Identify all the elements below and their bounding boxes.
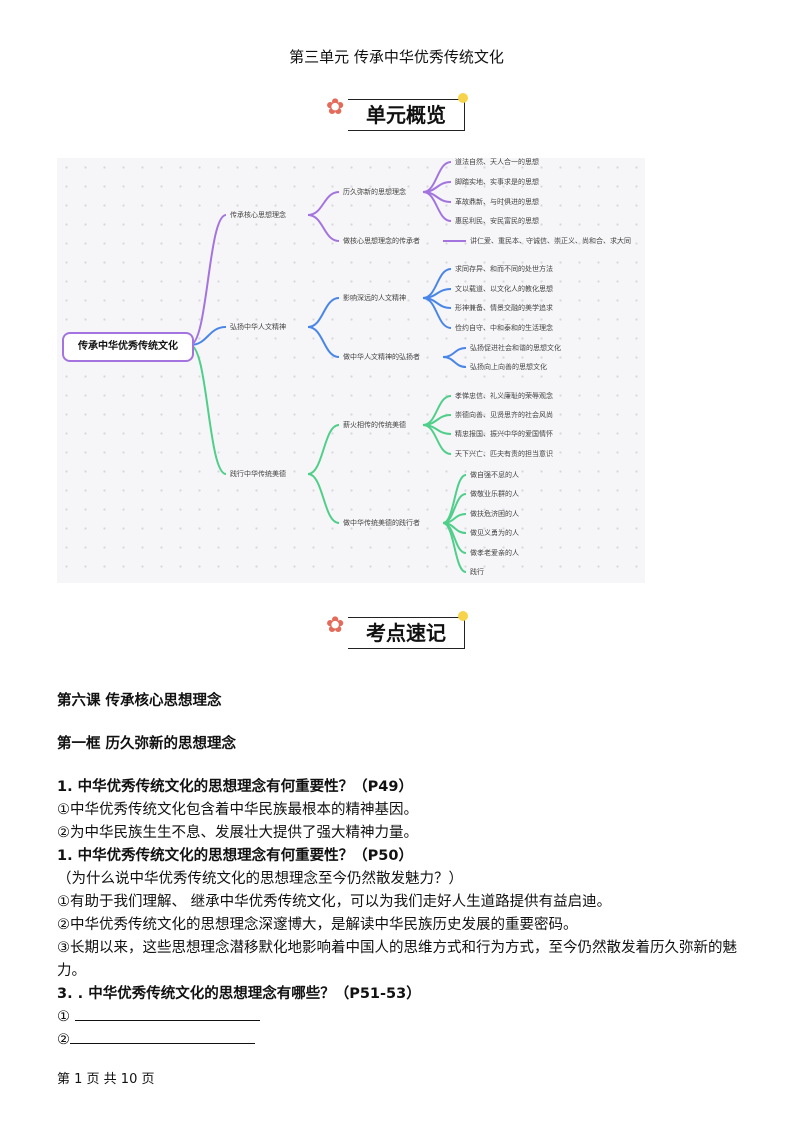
mindmap-branch [307,191,340,216]
mindmap-branch [422,424,452,455]
mindmap-root: 传承中华优秀传统文化 [62,332,194,362]
notes-body: 第六课 传承核心思想理念 第一框 历久弥新的思想理念 1. 中华优秀传统文化的思… [57,690,747,1052]
mindmap-leaf-node: 文以载道、以文化人的教化思想 [455,285,553,293]
mindmap-level2-node: 做中华人文精神的弘扬者 [343,353,420,361]
answer-line: ①中华优秀传统文化包含着中华民族最根本的精神基因。 [57,802,418,818]
page-footer: 第 1 页 共 10 页 [57,1072,155,1087]
answer-line: ②中华优秀传统文化的思想理念深邃博大，是解读中华民族历史发展的重要密码。 [57,917,578,933]
mindmap-branch [442,474,467,524]
question-2: 1. 中华优秀传统文化的思想理念有何重要性？（P50） [57,848,413,864]
mindmap-leaf-node: 脚踏实地、实事求是的思想 [455,178,539,186]
mindmap-leaf-node: 道法自然、天人合一的思想 [455,158,539,166]
mindmap-leaf-node: 形神兼备、情景交融的美学追求 [455,304,553,312]
mindmap-branch [189,214,227,346]
mindmap-leaf-node: 做孝老爱亲的人 [470,549,519,557]
question-2-sub: （为什么说中华优秀传统文化的思想理念至今仍然散发魅力？） [57,871,463,887]
mindmap-branch [307,214,340,242]
dot-icon [458,611,468,621]
mindmap-branch [422,191,452,222]
question-3: 3. . 中华优秀传统文化的思想理念有哪些？（P51-53） [57,986,421,1002]
mindmap-level1-node: 传承核心思想理念 [230,211,286,219]
mindmap-branch [442,513,467,524]
mindmap-branch [442,356,467,368]
lesson-heading: 第六课 传承核心思想理念 [57,693,222,709]
mindmap-level2-node: 薪火相传的传统美德 [343,421,406,429]
mindmap-branch [422,288,452,299]
blank-line-1: ① [57,1006,747,1029]
unit-title: 第三单元 传承中华优秀传统文化 [289,48,504,66]
dot-icon [458,93,468,103]
mindmap-leaf-node: 俭约自守、中和泰和的生活理念 [455,324,553,332]
flower-icon: ✿ [326,613,345,638]
mindmap-leaf-node: 孝悌忠信、礼义廉耻的荣辱观念 [455,392,553,400]
mindmap-leaf-node: 惠民利民、安民富民的思想 [455,217,539,225]
mindmap-level1-node: 践行中华传统美德 [230,470,286,478]
mindmap-leaf-node: 精忠报国、振兴中华的爱国情怀 [455,430,553,438]
mindmap-leaf-node: 天下兴亡、匹夫有责的担当意识 [455,450,553,458]
mindmap-level1-node: 弘扬中华人文精神 [230,323,286,331]
mindmap-branch [189,344,227,475]
mindmap-leaf-node: 弘扬向上向善的思想文化 [470,363,547,371]
mindmap-branch [442,347,467,358]
mindmap-leaf-node: 做见义勇为的人 [470,529,519,537]
overview-badge: ✿ 单元概览 [326,93,468,135]
overview-heading: 单元概览 [348,99,465,131]
mindmap-level2-node: 做中华传统美德的践行者 [343,519,420,527]
blank-line-2: ② [57,1029,747,1052]
mindmap-leaf-node: 革故鼎新、与时俱进的思想 [455,198,539,206]
mindmap-leaf-node: 讲仁爱、重民本、守诚信、崇正义、尚和合、求大同 [470,237,631,245]
keypoints-heading: 考点速记 [348,617,465,649]
mindmap-branch [307,326,340,358]
mindmap-branch [442,522,467,573]
mind-map: 传承中华优秀传统文化 传承核心思想理念弘扬中华人文精神践行中华传统美德 历久弥新的… [57,158,645,583]
mindmap-level2-node: 做核心思想理念的传承者 [343,237,420,245]
mindmap-branch [189,326,227,346]
mindmap-leaf-node: 践行 [470,568,484,576]
mindmap-leaf-node: 做敬业乐群的人 [470,490,519,498]
mindmap-branch [422,297,452,329]
mindmap-branch [307,473,340,524]
mindmap-branch [307,297,340,328]
mindmap-leaf-node: 做扶危济困的人 [470,510,519,518]
answer-line: ②为中华民族生生不息、发展壮大提供了强大精神力量。 [57,825,418,841]
mindmap-leaf-node: 求同存异、和而不同的处世方法 [455,265,553,273]
mindmap-level2-node: 历久弥新的思想理念 [343,188,406,196]
mindmap-level2-node: 影响深远的人文精神 [343,294,406,302]
mindmap-leaf-node: 崇德向善、见贤思齐的社会风尚 [455,411,553,419]
answer-line: ③长期以来，这些思想理念潜移默化地影响着中国人的思维方式和行为方式，至今仍然散发… [57,940,737,979]
mindmap-leaf-node: 弘扬促进社会和谐的思想文化 [470,344,561,352]
mindmap-leaf-node: 做自强不息的人 [470,471,519,479]
keypoints-badge: ✿ 考点速记 [326,611,468,653]
answer-line: ①有助于我们理解、 继承中华优秀传统文化，可以为我们走好人生道路提供有益启迪。 [57,894,612,910]
flower-icon: ✿ [326,95,345,120]
question-1: 1. 中华优秀传统文化的思想理念有何重要性？（P49） [57,779,413,795]
mindmap-branch [307,424,340,475]
section-heading: 第一框 历久弥新的思想理念 [57,736,237,752]
